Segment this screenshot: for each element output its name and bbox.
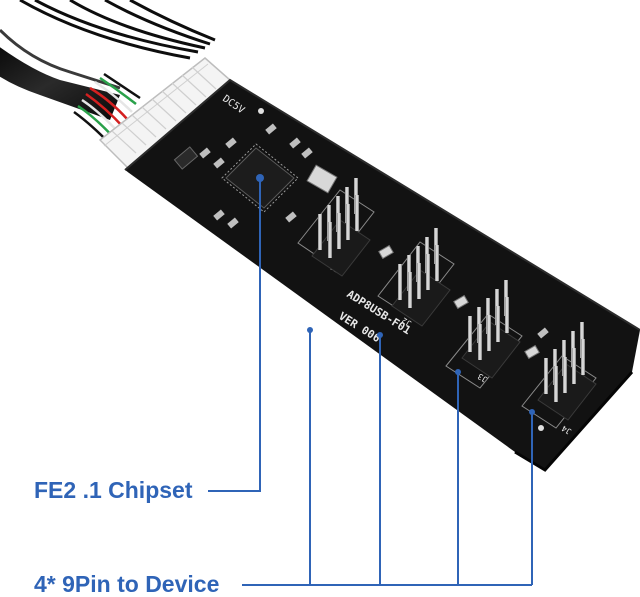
header-pin (318, 214, 322, 250)
header-pin (435, 245, 439, 281)
pin-headers (311, 178, 597, 421)
callout-lines (208, 178, 533, 586)
header-pin (328, 222, 332, 258)
header-pin (337, 213, 341, 249)
header-pin (544, 358, 548, 394)
header-pin (487, 315, 491, 351)
pin-header (311, 178, 371, 277)
pin-header (537, 322, 597, 421)
header-pin (398, 264, 402, 300)
chipset-label: FE2 .1 Chipset (34, 477, 193, 503)
callout-dots (307, 327, 535, 415)
pin1-marker (258, 108, 264, 114)
header-pin (417, 263, 421, 299)
header-pin (408, 272, 412, 308)
header-pin (468, 316, 472, 352)
header-label-j2: J2 (400, 315, 413, 328)
pin-header (461, 280, 521, 379)
components (173, 123, 549, 360)
pins-label: 4* 9Pin to Device (34, 571, 220, 597)
header-pin (355, 195, 359, 231)
chipset-callout-line (208, 178, 261, 492)
header-pin (426, 254, 430, 290)
header-pin (581, 339, 585, 375)
header-pin (478, 324, 482, 360)
header-pin (563, 357, 567, 393)
header-pin (505, 297, 509, 333)
mount-hole (538, 425, 544, 431)
header-pin (554, 366, 558, 402)
header-label-j3: J3 (476, 371, 489, 384)
header-pin (496, 306, 500, 342)
header-label-j4: J4 (560, 423, 573, 436)
usb-cable (0, 28, 121, 120)
upper-wires (19, 0, 216, 60)
pin-header (391, 228, 451, 327)
header-pin (572, 348, 576, 384)
header-pin (346, 204, 350, 240)
